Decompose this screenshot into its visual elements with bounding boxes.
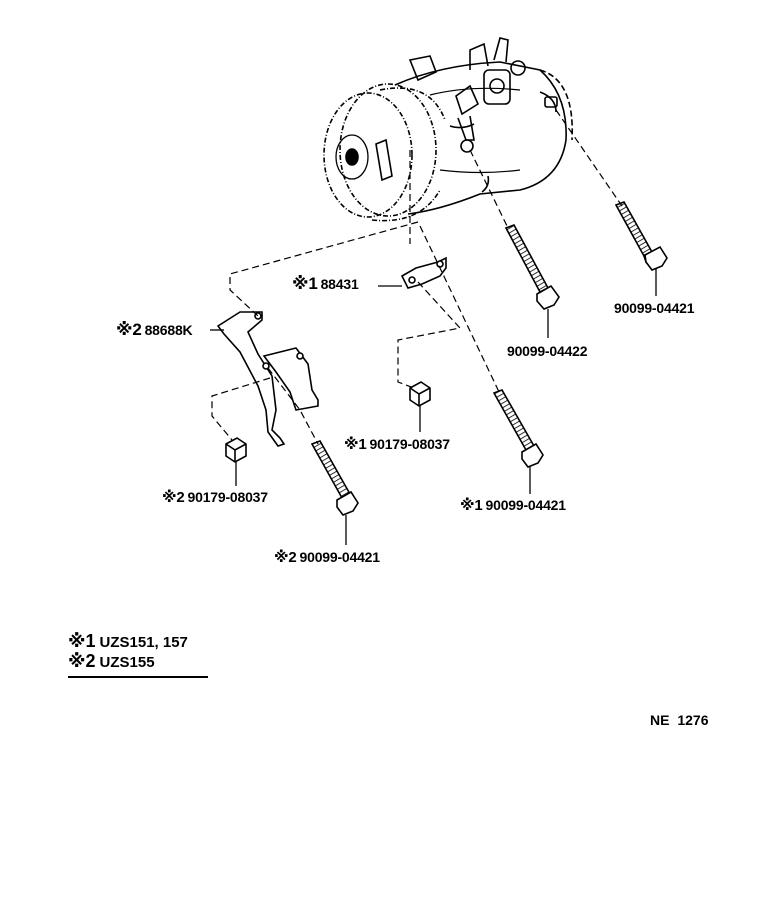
- part-number: 90099-04421: [299, 549, 381, 565]
- callout-bolt-right-top: 90099-04421: [614, 300, 695, 316]
- figure-id: NE 1276: [650, 712, 709, 728]
- leader-lines: [210, 268, 657, 545]
- bolt-90099-04421-top-right: [614, 201, 668, 271]
- bolt-90099-04422: [504, 224, 560, 310]
- compressor: [323, 37, 574, 222]
- nut-90179-08037-1: [409, 381, 431, 407]
- marker-1: ※1: [460, 497, 483, 514]
- legend-marker: ※1: [68, 631, 96, 651]
- bracket-88688K: [216, 311, 319, 447]
- part-number: 88431: [320, 276, 359, 292]
- part-number: 90179-08037: [369, 436, 451, 452]
- part-number: 90099-04421: [485, 497, 567, 513]
- marker-2: ※2: [116, 320, 142, 339]
- bolt-90099-04421-1: [492, 389, 544, 468]
- callout-bolt-mid: 90099-04422: [507, 343, 588, 359]
- nut-90179-08037-2: [225, 437, 247, 463]
- marker-2: ※2: [274, 549, 297, 566]
- assembly-lines: [211, 109, 623, 445]
- part-number: 88688K: [144, 322, 193, 338]
- legend-marker: ※2: [68, 651, 96, 671]
- part-number: 90179-08037: [187, 489, 269, 505]
- legend-models: UZS155: [99, 654, 155, 671]
- legend-models: UZS151, 157: [99, 634, 188, 651]
- legend-underline: [68, 676, 208, 678]
- marker-1: ※1: [344, 436, 367, 453]
- bracket-88431: [400, 256, 447, 289]
- marker-1: ※1: [292, 274, 318, 293]
- marker-2: ※2: [162, 489, 185, 506]
